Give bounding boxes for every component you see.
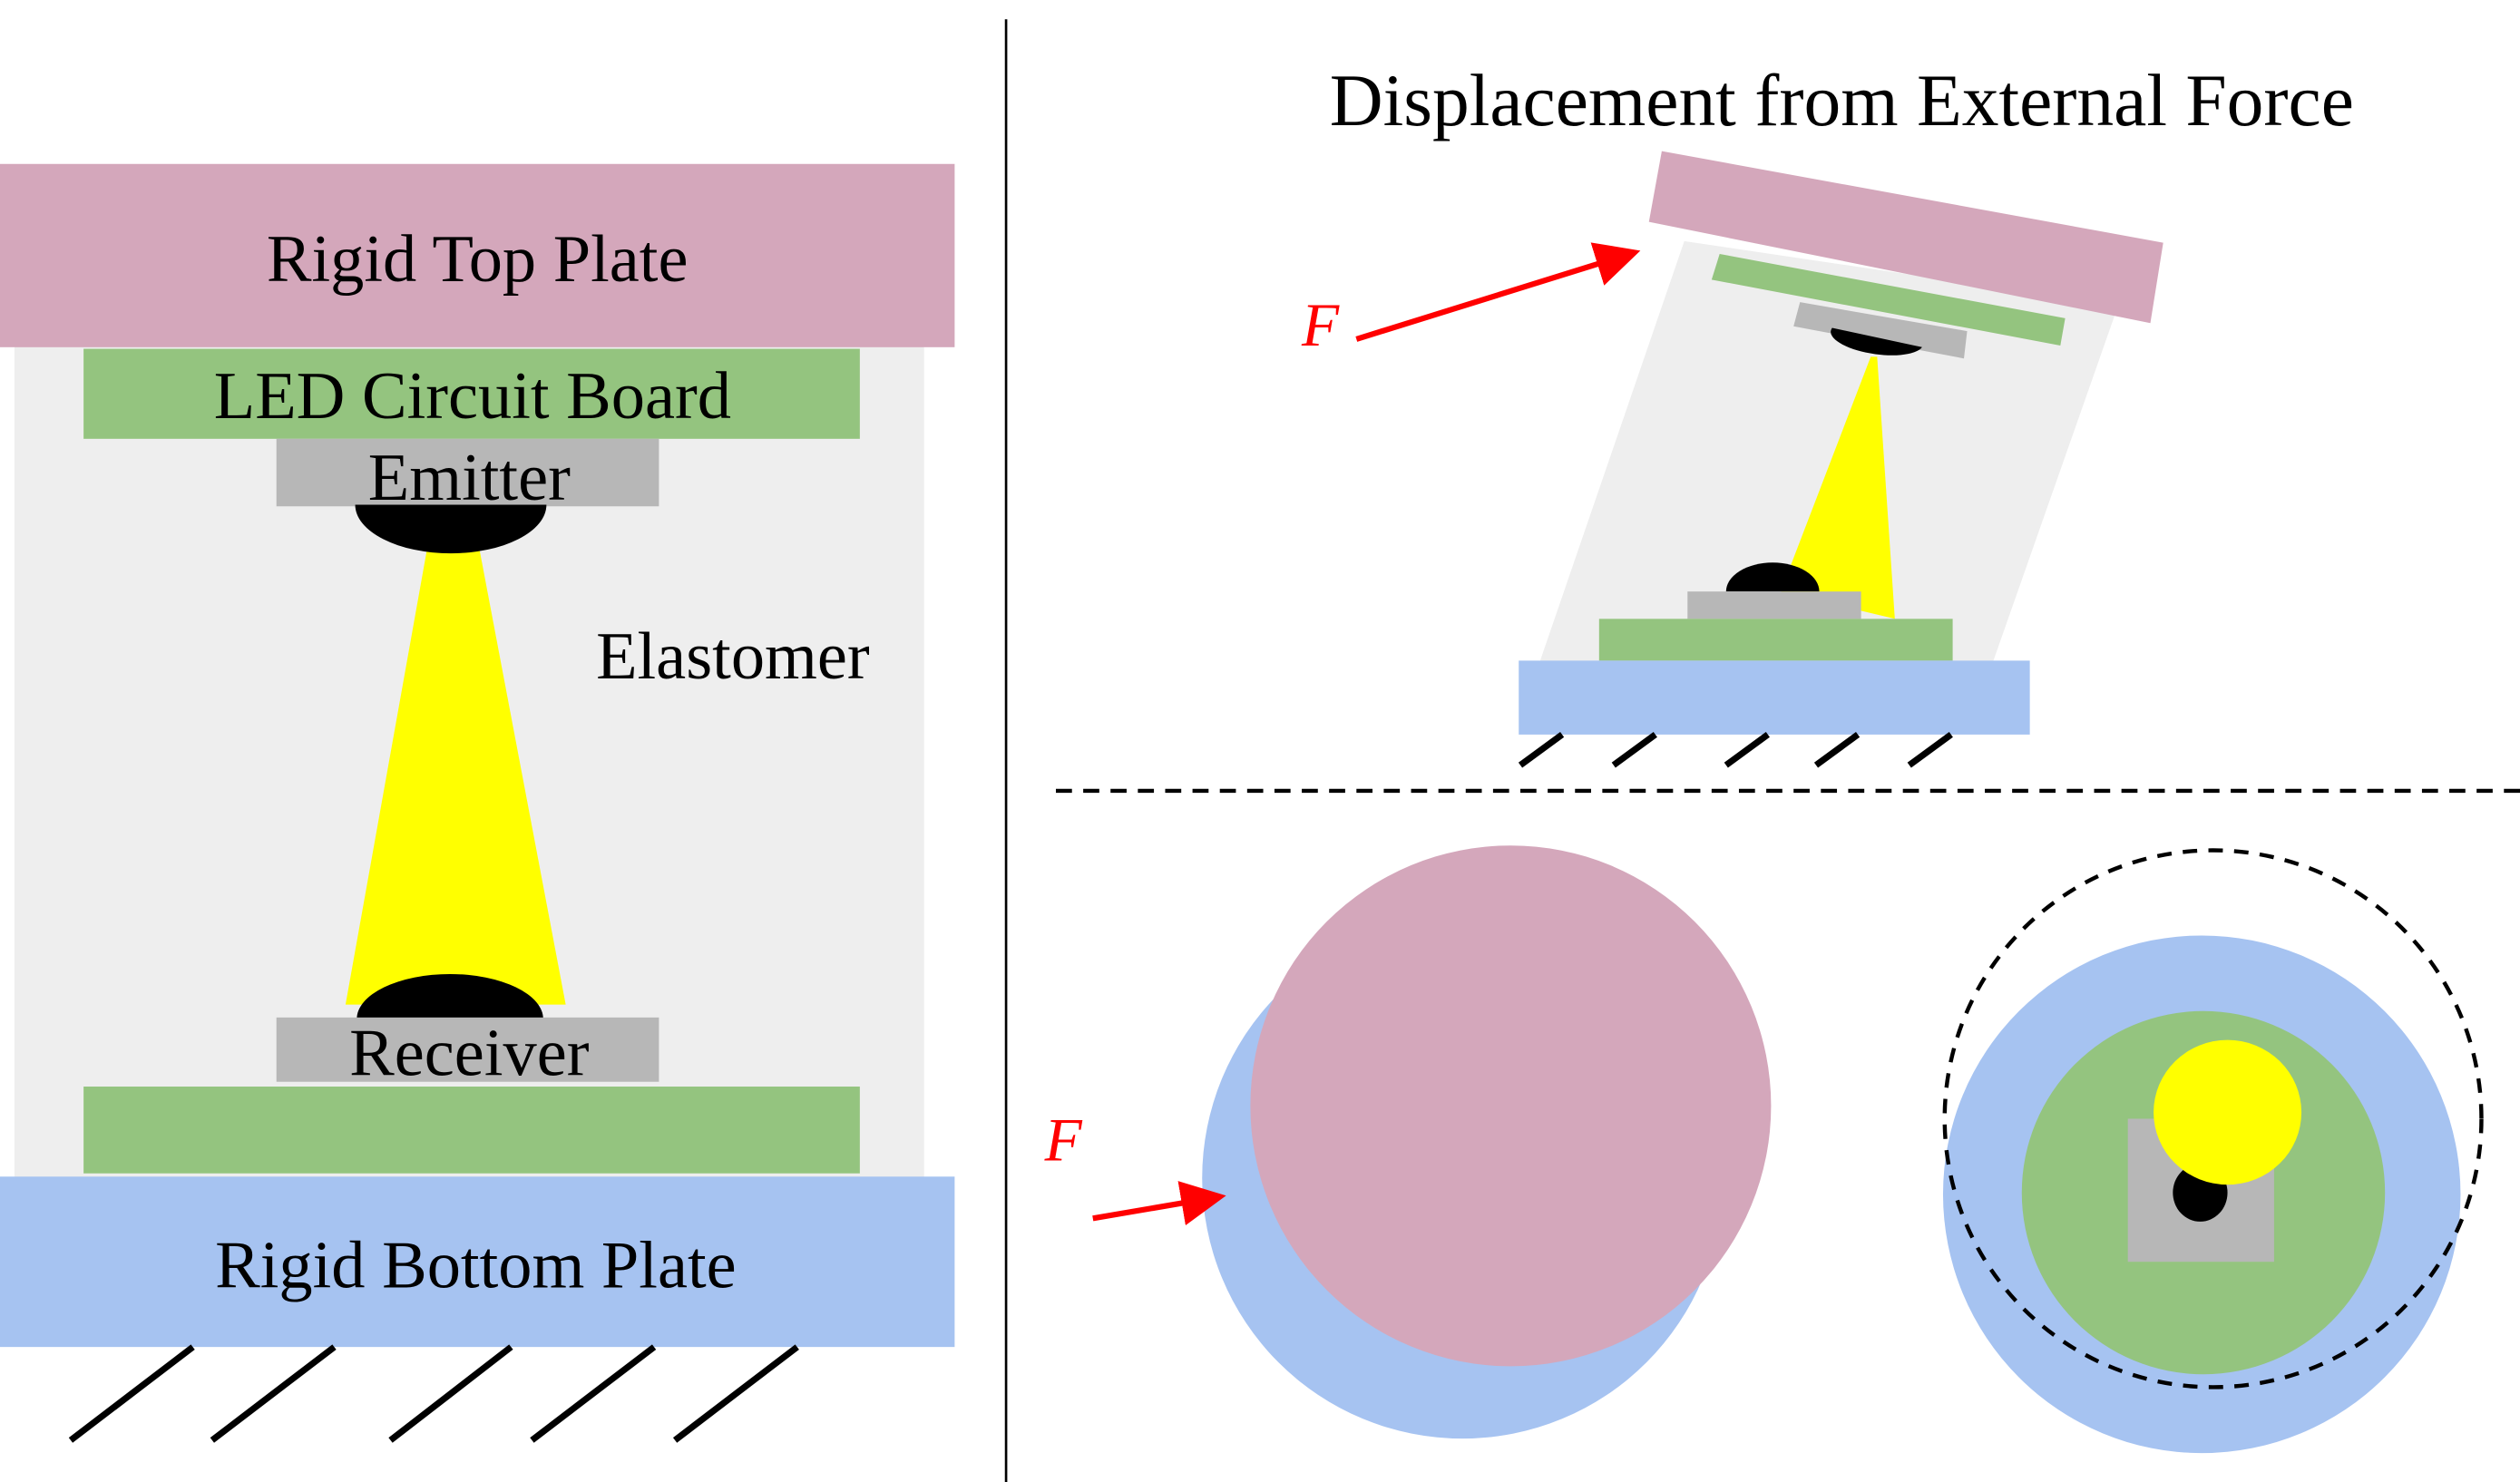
led-circuit-board (83, 348, 860, 439)
displaced-receiver-lens (1725, 562, 1820, 592)
light-beam (345, 546, 566, 1005)
hatch-line (1724, 732, 1770, 768)
receiver-circuit-board (83, 1087, 860, 1174)
hatch-line (1518, 732, 1565, 768)
emitter-block (276, 438, 659, 507)
displaced-bottom-circuit-board (1598, 619, 1953, 661)
displaced-bottom-plate (1519, 660, 2030, 735)
force-label-top: F (1301, 291, 1340, 359)
rigid-top-plate-label: Rigid Top Plate (267, 222, 689, 297)
deformed-elastomer (1539, 240, 2119, 663)
hatch-line (672, 1344, 799, 1443)
hatch-line (68, 1344, 195, 1443)
top-plate-circle (1250, 845, 1772, 1367)
displaced-top-plate (1648, 151, 2163, 324)
hatch-line (1907, 732, 1953, 768)
emitter-lens (355, 504, 547, 554)
hatch-line (530, 1344, 657, 1443)
ground-hatch (68, 1344, 799, 1443)
force-arrow-side (1092, 1181, 1226, 1226)
displaced-light-beam (1781, 356, 1895, 619)
rigid-bottom-plate-label: Rigid Bottom Plate (215, 1229, 737, 1303)
right-panel-displaced: Displacement from External Force F (1301, 59, 2354, 768)
receiver-label: Receiver (349, 1017, 590, 1091)
beam-spot (2154, 1039, 2302, 1185)
force-label-side: F (1044, 1107, 1083, 1175)
top-view-beam-shift (1942, 848, 2484, 1454)
hatch-line (1813, 732, 1861, 768)
hatch-line (388, 1344, 513, 1443)
hatch-line (1611, 732, 1657, 768)
original-position-dashed-circle (1942, 848, 2484, 1389)
displaced-ground-hatch (1518, 732, 1953, 768)
elastomer-label: Elastomer (596, 619, 870, 694)
hatch-line (210, 1344, 337, 1443)
receiver-lens (357, 973, 543, 1019)
left-panel-cross-section: Rigid Top Plate LED Circuit Board Emitte… (0, 163, 955, 1443)
displacement-title: Displacement from External Force (1330, 59, 2354, 141)
rigid-bottom-plate (0, 1176, 955, 1348)
emitter-label: Emitter (368, 441, 571, 515)
rigid-top-plate (0, 163, 955, 347)
receiver-block (276, 1017, 659, 1082)
force-arrow-top (1355, 242, 1641, 342)
displaced-circuit-board (1711, 254, 2066, 346)
led-circuit-board-label: LED Circuit Board (214, 359, 731, 434)
top-view-plates: F (1044, 845, 1772, 1439)
displaced-emitter-lens (1831, 327, 1922, 356)
displaced-emitter-block (1793, 302, 1968, 359)
displaced-receiver-block (1687, 591, 1861, 619)
